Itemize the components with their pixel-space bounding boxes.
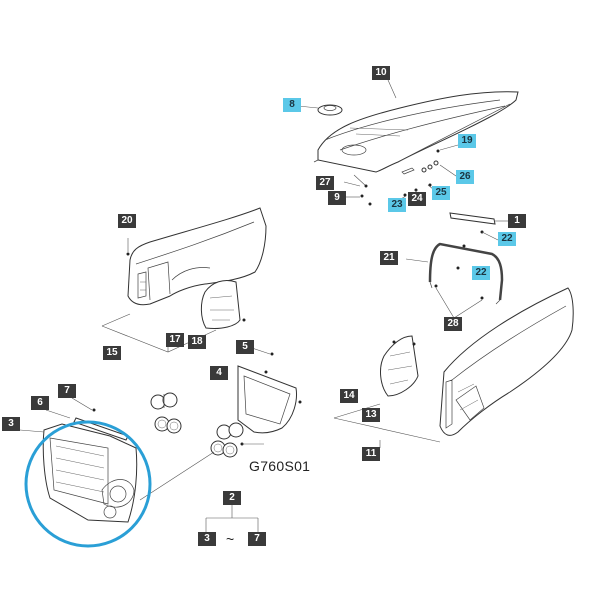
hood-panel[interactable]	[313, 91, 519, 173]
callout-27[interactable]: 27	[316, 176, 334, 190]
callout-6[interactable]: 6	[31, 396, 49, 410]
callout-25[interactable]: 25	[432, 186, 450, 200]
callout-3-range[interactable]: 3	[198, 532, 216, 546]
callout-5[interactable]: 5	[236, 340, 254, 354]
callout-21[interactable]: 21	[380, 251, 398, 265]
callout-28[interactable]: 28	[444, 317, 462, 331]
highlight-circle	[24, 420, 152, 548]
callout-7[interactable]: 7	[58, 384, 76, 398]
callout-22-upper[interactable]: 22	[498, 232, 516, 246]
arch-frame[interactable]	[405, 242, 504, 319]
callout-7-range[interactable]: 7	[248, 532, 266, 546]
filler-cap[interactable]	[317, 104, 343, 116]
callout-23[interactable]: 23	[388, 198, 406, 212]
callout-24[interactable]: 24	[408, 192, 426, 206]
callout-1[interactable]: 1	[508, 214, 526, 228]
left-side-panel[interactable]	[126, 207, 267, 306]
right-inner-panel[interactable]	[380, 335, 419, 397]
callout-19[interactable]: 19	[458, 134, 476, 148]
callout-17[interactable]: 17	[166, 333, 184, 347]
callout-4[interactable]: 4	[210, 366, 228, 380]
range-bracket	[205, 505, 259, 534]
headlight-pair-lower[interactable]	[210, 422, 264, 458]
callout-2[interactable]: 2	[223, 491, 241, 505]
callout-10[interactable]: 10	[372, 66, 390, 80]
callout-14[interactable]: 14	[340, 389, 358, 403]
range-tilde: ~	[226, 531, 235, 547]
front-grille[interactable]	[42, 423, 138, 523]
callout-18[interactable]: 18	[188, 335, 206, 349]
callout-13[interactable]: 13	[362, 408, 380, 422]
center-bracket-panel[interactable]	[237, 347, 302, 434]
callout-11[interactable]: 11	[362, 447, 380, 461]
callout-3[interactable]: 3	[2, 417, 20, 431]
callout-20[interactable]: 20	[118, 214, 136, 228]
callout-9[interactable]: 9	[328, 191, 346, 205]
diagram-code: G760S01	[249, 458, 311, 474]
callout-15[interactable]: 15	[103, 346, 121, 360]
right-side-panel[interactable]	[439, 287, 574, 436]
left-inner-panel[interactable]	[200, 279, 246, 329]
callout-26[interactable]: 26	[456, 170, 474, 184]
callout-22-lower[interactable]: 22	[472, 266, 490, 280]
callout-8[interactable]: 8	[283, 98, 301, 112]
support-bracket[interactable]	[449, 212, 508, 241]
headlight-pair-upper[interactable]	[150, 392, 182, 434]
